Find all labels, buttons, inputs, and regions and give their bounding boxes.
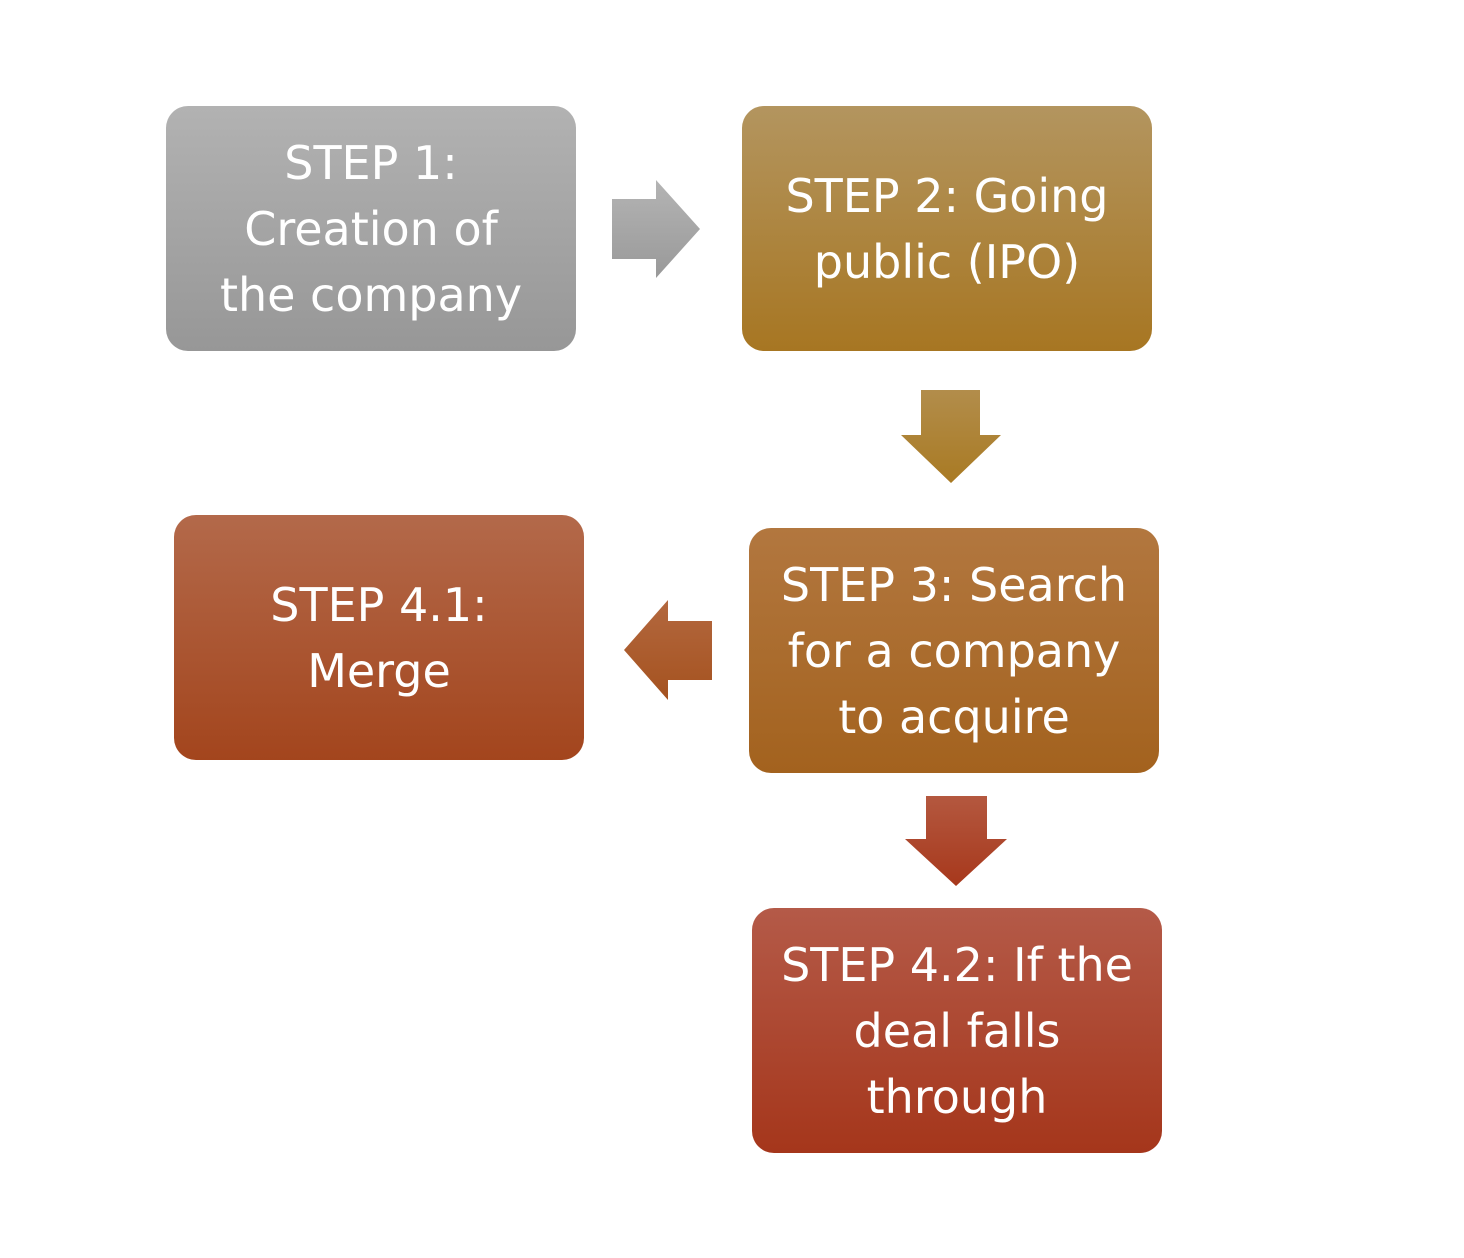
arrow-down-icon <box>905 796 1007 886</box>
step-4-1-label: STEP 4.1: Merge <box>270 577 488 698</box>
step-3-box: STEP 3: Search for a company to acquire <box>749 528 1159 773</box>
step-1-label: STEP 1: Creation of the company <box>219 135 523 322</box>
arrow-down-icon <box>901 390 1001 483</box>
step-4-2-box: STEP 4.2: If the deal falls through <box>752 908 1162 1153</box>
step-2-box: STEP 2: Going public (IPO) <box>742 106 1152 351</box>
arrow-right-icon <box>612 180 700 278</box>
arrow-left-icon <box>624 600 712 700</box>
step-4-1-box: STEP 4.1: Merge <box>174 515 584 760</box>
step-3-label: STEP 3: Search for a company to acquire <box>780 557 1128 744</box>
step-2-label: STEP 2: Going public (IPO) <box>785 168 1109 289</box>
step-4-2-label: STEP 4.2: If the deal falls through <box>781 937 1133 1124</box>
step-1-box: STEP 1: Creation of the company <box>166 106 576 351</box>
